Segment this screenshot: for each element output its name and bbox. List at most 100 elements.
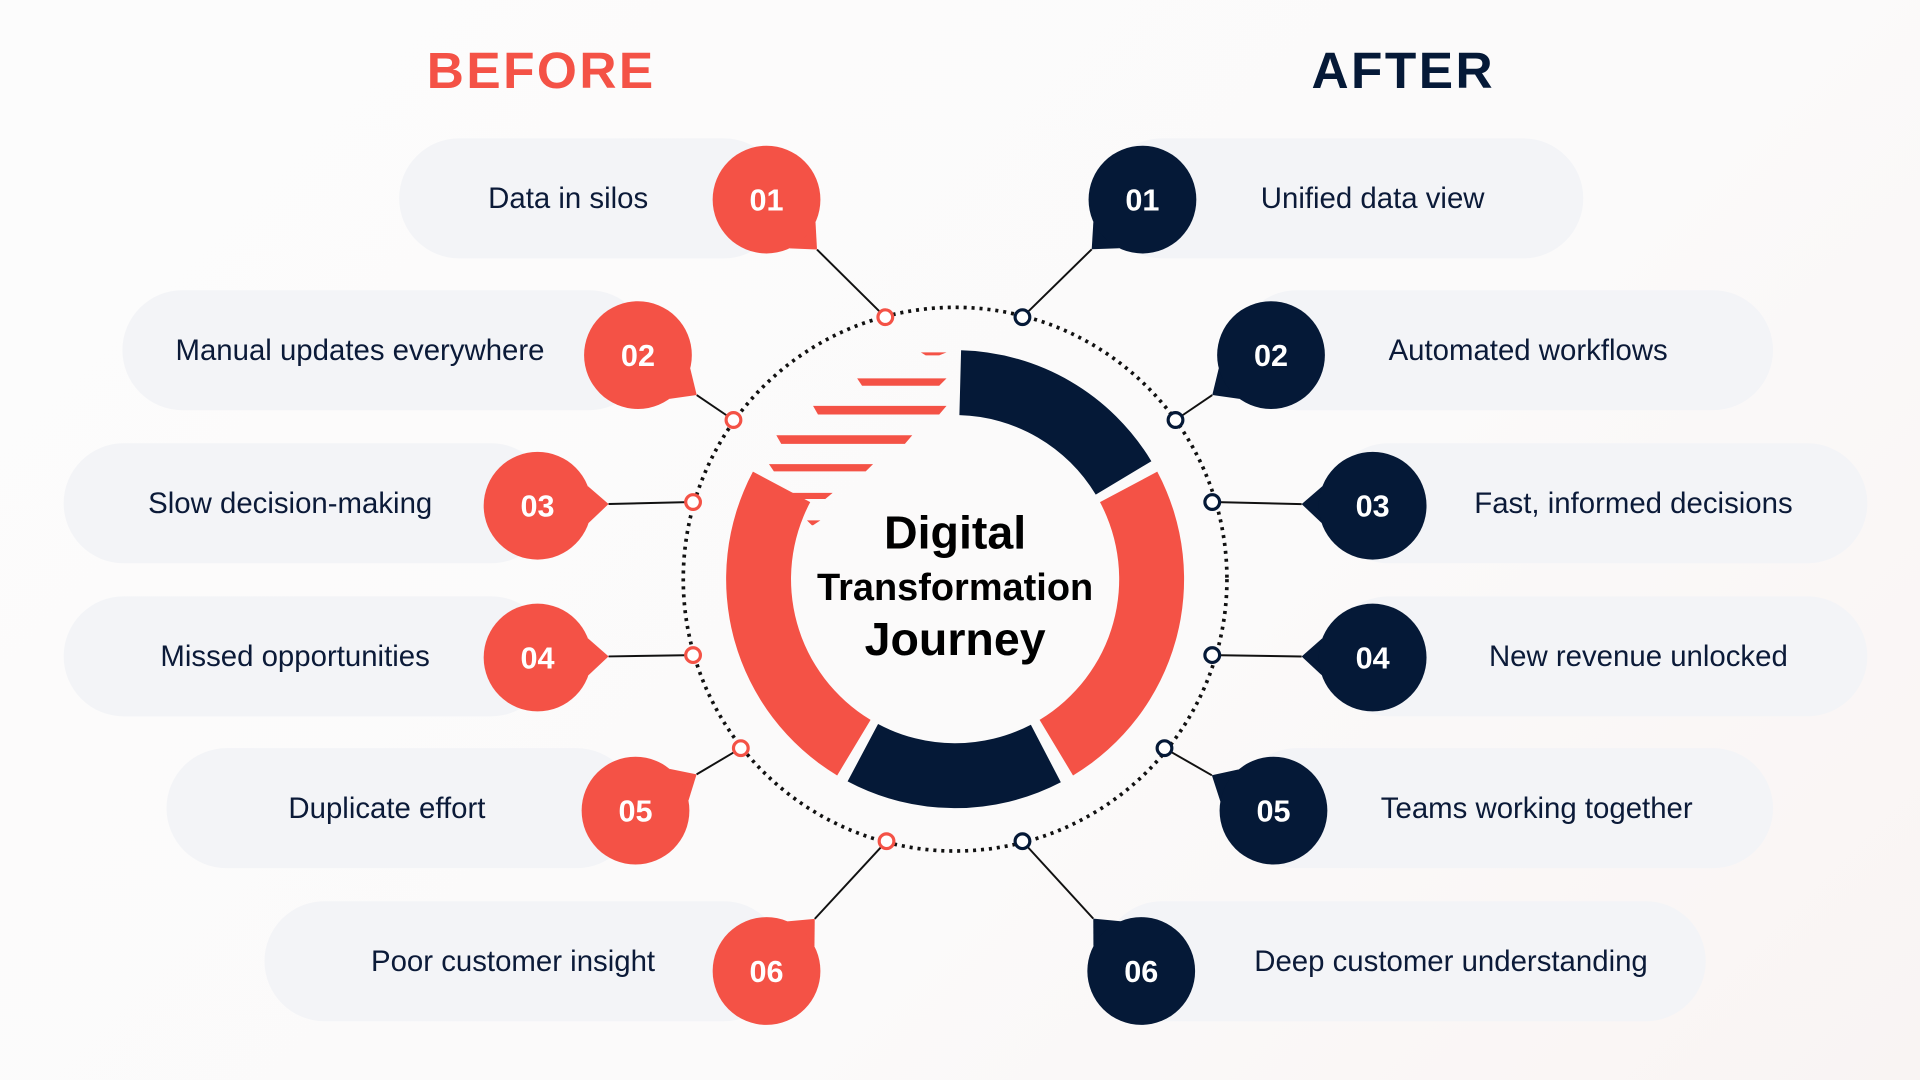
item-label: Poor customer insight xyxy=(371,945,655,978)
orbit-node xyxy=(877,832,896,851)
center-title-line3: Journey xyxy=(865,613,1046,665)
item-pill xyxy=(63,596,552,717)
badge-pointer xyxy=(1301,638,1323,676)
decorative-stripe xyxy=(920,352,947,356)
dotted-orbit xyxy=(681,305,1229,853)
center-title-line2: Transformation xyxy=(817,567,1093,609)
connector-line xyxy=(1021,248,1093,318)
orbit-node xyxy=(1203,646,1222,665)
badge-number: 05 xyxy=(1256,795,1290,829)
donut-segment xyxy=(1039,471,1185,776)
badge-circle xyxy=(1318,603,1427,712)
item-pill xyxy=(122,290,649,411)
decorative-stripe xyxy=(770,492,833,499)
item-pill xyxy=(1102,138,1584,259)
orbit-node xyxy=(1166,411,1185,429)
before-item-01: Data in silos xyxy=(399,138,784,259)
orbit-node xyxy=(1013,832,1032,851)
before-badge-06: 06 xyxy=(712,832,896,1025)
donut-segment xyxy=(847,724,1061,809)
item-pill xyxy=(1236,290,1774,411)
badge-pointer xyxy=(587,486,609,523)
decorative-stripe xyxy=(768,464,874,472)
item-label: Automated workflows xyxy=(1389,334,1668,367)
item-label: Unified data view xyxy=(1261,182,1485,215)
badge-number: 01 xyxy=(749,184,783,218)
center-title-line1: Digital xyxy=(884,507,1026,559)
after-item-01: Unified data view xyxy=(1102,138,1584,259)
connector-line xyxy=(1164,747,1213,777)
badge-circle xyxy=(712,917,821,1025)
after-badge-01: 01 xyxy=(1013,145,1197,327)
before-item-02: Manual updates everywhere xyxy=(122,290,649,411)
orbit-node xyxy=(731,739,750,758)
badge-number: 05 xyxy=(618,795,652,829)
item-label: Slow decision-making xyxy=(148,487,432,520)
orbit-node xyxy=(876,308,895,327)
badge-number: 01 xyxy=(1125,184,1159,218)
badge-number: 03 xyxy=(1356,490,1390,524)
item-pill xyxy=(1328,596,1868,717)
orbit-node xyxy=(1155,739,1174,758)
badge-pointer xyxy=(1301,486,1323,524)
badge-circle xyxy=(483,603,592,712)
item-label: Missed opportunities xyxy=(160,640,429,673)
after-item-04: New revenue unlocked xyxy=(1328,596,1868,717)
decorative-stripe xyxy=(806,520,821,526)
badge-number: 04 xyxy=(1356,642,1390,676)
after-item-02: Automated workflows xyxy=(1236,290,1774,411)
before-badge-03: 03 xyxy=(483,451,702,560)
after-item-03: Fast, informed decisions xyxy=(1328,443,1868,564)
badge-circle xyxy=(1087,917,1196,1025)
badge-circle xyxy=(1318,451,1427,560)
item-label: Data in silos xyxy=(488,182,648,215)
after-badge-03: 03 xyxy=(1203,451,1427,560)
before-item-03: Slow decision-making xyxy=(63,443,552,564)
after-item-05: Teams working together xyxy=(1236,748,1774,869)
item-pill xyxy=(1236,748,1774,869)
before-item-06: Poor customer insight xyxy=(264,901,784,1022)
item-label: Teams working together xyxy=(1381,792,1693,825)
badge-circle xyxy=(581,756,690,865)
item-pill xyxy=(399,138,784,259)
after-badge-04: 04 xyxy=(1203,603,1427,712)
item-label: Fast, informed decisions xyxy=(1474,487,1792,520)
after-title: AFTER xyxy=(1311,41,1495,99)
connector-line xyxy=(608,654,694,658)
connector-line xyxy=(1021,840,1095,920)
badge-number: 04 xyxy=(521,642,555,676)
badge-number: 06 xyxy=(1124,955,1158,989)
orbit-node xyxy=(724,411,743,429)
connector-line xyxy=(1212,501,1302,506)
badge-circle xyxy=(712,145,821,254)
item-label: Manual updates everywhere xyxy=(175,334,544,367)
orbit-node xyxy=(1203,493,1222,511)
badge-number: 02 xyxy=(1254,339,1288,373)
orbit-node xyxy=(684,493,702,511)
decorative-stripe xyxy=(857,378,947,386)
center-ring xyxy=(681,305,1229,853)
badge-circle xyxy=(1219,756,1328,865)
badge-pointer xyxy=(587,638,609,676)
orbit-node xyxy=(684,646,702,665)
item-pill xyxy=(1328,443,1868,564)
item-pill xyxy=(264,901,784,1022)
decorative-stripe xyxy=(813,405,947,415)
before-title: BEFORE xyxy=(427,41,656,99)
after-badge-05: 05 xyxy=(1155,739,1328,865)
after-badge-06: 06 xyxy=(1013,832,1196,1025)
connector-line xyxy=(1212,654,1302,658)
before-badge-04: 04 xyxy=(483,603,702,712)
connector-line xyxy=(816,248,886,318)
badge-number: 06 xyxy=(749,955,783,989)
item-pill xyxy=(63,443,552,564)
item-label: Deep customer understanding xyxy=(1254,945,1648,978)
before-badge-01: 01 xyxy=(712,145,895,327)
before-item-04: Missed opportunities xyxy=(63,596,552,717)
after-item-06: Deep customer understanding xyxy=(1102,901,1706,1022)
after-badge-02: 02 xyxy=(1166,301,1325,429)
connector-line xyxy=(608,501,694,506)
